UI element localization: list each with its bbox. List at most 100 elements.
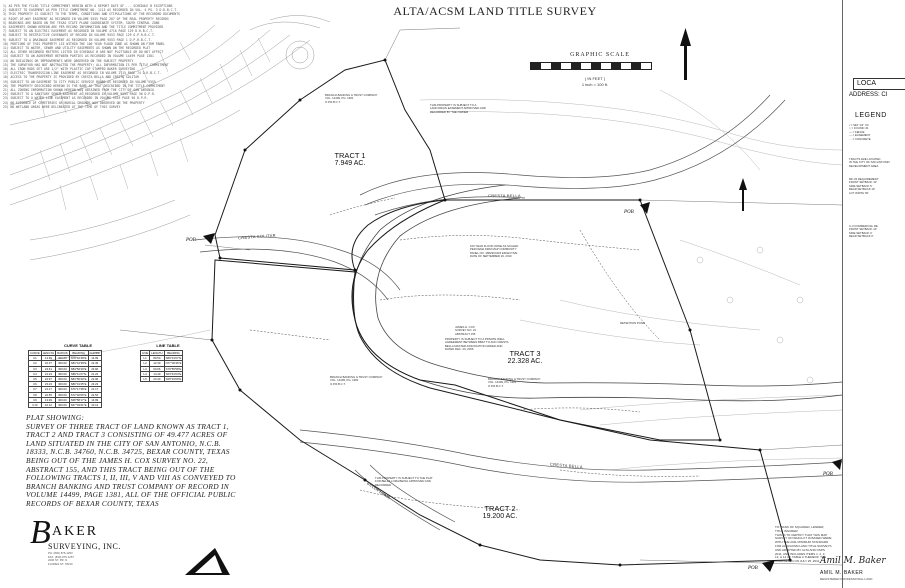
plat-showing-line: BEING OUT OF THE JAMES H. COX SURVEY NO.…: [26, 455, 209, 465]
logo-subtitle: SURVEYING, INC.: [48, 542, 121, 551]
note-item: 6) EASEMENTS SHOWN HEREON ARE PER RECORD…: [3, 25, 164, 30]
plat-showing-line: ABSTRACT 155, AND THIS TRACT BEING OUT O…: [26, 464, 215, 474]
table-cell: S72°02'06"E: [68, 391, 89, 398]
bella-loma-plat-note: THIS PROPERTY IS SUBJECT TO THE PLAT FOR…: [375, 476, 433, 487]
table-cell: S89°11'27"E: [68, 370, 89, 377]
zoning-note: TRACTS ARE LOCATED IN THE CITY OF SAN AN…: [849, 157, 890, 168]
pob-markers: [203, 202, 842, 572]
tract-name: TRACT 2: [484, 504, 516, 513]
easement-lines: [249, 197, 701, 511]
table-header-cell: RADIUS: [55, 349, 70, 357]
table-cell: 10.12: [40, 401, 57, 409]
location-map-label: LOCA: [853, 78, 905, 90]
table-cell: S68°33'09"E: [163, 375, 184, 383]
page-title: ALTA/ACSM LAND TITLE SURVEY: [393, 4, 597, 18]
plat-showing-line: 18333, N.C.B. 34760, N.C.B. 34725, BEXAR…: [26, 447, 230, 457]
tract-acres: 19.200 AC.: [482, 513, 518, 520]
note-item: 11) SUBJECT TO WATER, SEWER AND UTILITY …: [3, 46, 151, 51]
surveyor-signature: Amil M. Baker: [820, 556, 886, 566]
well-agreement-note: PROPERTY IS SUBJECT TO A PRIVATE WELL AG…: [445, 337, 509, 352]
plat-showing-line: RECORDS OF BEXAR COUNTY, TEXAS: [26, 498, 159, 508]
logo-mark-icon: [185, 548, 230, 575]
table-cell: S89°13'07"E: [163, 355, 184, 362]
plat-showing-line: TRACT 2 AND TRACT 3 CONSISTING OF 49.477…: [26, 430, 228, 440]
legend-title: LEGEND: [855, 112, 887, 119]
table-header-cell: CHORD: [87, 349, 102, 357]
tract-name: TRACT 3: [509, 349, 541, 358]
plat-showing-line: BRANCH BANKING AND TRUST COMPANY OF RECO…: [26, 481, 229, 491]
note-item: 21) ALL ZONING INFORMATION SHOWN HEREON …: [3, 88, 154, 93]
note-item: 2) SUBJECT TO EASEMENT AS PER TITLE COMM…: [3, 8, 179, 13]
misc-lines: [119, 27, 843, 566]
table-cell: N78°40'48"E: [68, 355, 89, 362]
plat-showing-line: SURVEY OF THREE TRACT OF LAND KNOWN AS T…: [26, 421, 229, 431]
line-table-title: LINE TABLE: [156, 343, 180, 348]
plat-showing-line: VOLUME 14499, PAGE 1381, ALL OF THE OFFI…: [26, 490, 236, 500]
note-item: 22) SUBJECT TO A SANITARY SEWER EASEMENT…: [3, 92, 156, 97]
tract-acres: 22.328 AC.: [507, 358, 543, 365]
tract-name: TRACT 1: [334, 151, 366, 160]
curve-table-title: CURVE TABLE: [63, 343, 93, 348]
pob-label: POB: [748, 566, 758, 571]
note-item: 19) SUBJECT TO AN EASEMENT TO CITY PUBLI…: [3, 79, 156, 84]
table-cell: S80°31'45"E: [68, 381, 89, 388]
contour-lines: [49, 89, 843, 471]
note-item: 15) THE SURVEYOR HAS NOT ABSTRACTED THE …: [3, 62, 169, 67]
table-header-cell: LENGTH: [149, 349, 165, 357]
tract-acres: 7.949 AC.: [334, 160, 366, 167]
road-loop: [352, 184, 843, 402]
table-header-cell: LENGTH: [40, 349, 57, 357]
note-item: 23) SUBJECT TO A WATER LINE EASEMENT AS …: [3, 96, 149, 101]
pob-label: POB: [823, 472, 833, 477]
table-cell: N84°56'29"E: [68, 365, 89, 372]
surveyor-certification: TO: BANK OF SQUARED, LENDER; TITLE INSUR…: [775, 525, 832, 564]
table-cell: S79°55'58"E: [163, 365, 184, 372]
tree-symbols: [696, 246, 814, 384]
top-drain-note: THIS PROPERTY IS SUBJECT TO A LAND DRAIN…: [430, 103, 486, 114]
survey-abstract-label: JAMES H. COX SURVEY NO. 22 ABSTRACT 155: [455, 325, 477, 336]
tract-1-label: TRACT 1 7.949 AC.: [320, 152, 380, 168]
pob-label: POB: [624, 210, 634, 215]
road-cresta-bella-bottom: [299, 429, 843, 483]
logo-initial: B: [30, 514, 51, 551]
table-header-row: CURVE LENGTH RADIUS BEARING CHORD: [28, 349, 102, 357]
tract-2-label: TRACT 2 19.200 AC.: [470, 505, 530, 521]
company-logo: B AKER SURVEYING, INC. PH: (830) 875-125…: [30, 514, 170, 578]
note-item: 3) THIS PROPERTY IS SUBJECT TO THE TERMS…: [3, 12, 180, 17]
note-item: 20) THE PROPERTY DESCRIBED HEREON IS THE…: [3, 83, 166, 88]
note-item: 12) ALL OTHER RECORDED MATTERS LISTED IN…: [3, 50, 164, 55]
street-cresta-bella-top: CRESTA BELLA: [488, 193, 521, 198]
address-label: ADDRESS: CI: [849, 92, 888, 98]
legend-items: • = SET 1/2" I.R. ○ = FOUND I.R. — = FEN…: [849, 123, 871, 141]
tract-2-owner-note: BRANCH BANKING & TRUST COMPANY VOL. 1449…: [330, 375, 383, 386]
table-cell: S63°44'04"E: [163, 370, 184, 377]
tract-1-owner-note: BRANCH BANKING & TRUST COMPANY VOL. 1449…: [325, 93, 378, 104]
note-item: 17) ELECTRIC TRANSMISSION LINE EASEMENT …: [3, 71, 162, 76]
flood-zone-note: 100 YEAR FLOOD ZONE AS SCALED PER FEMA F…: [470, 244, 519, 259]
table-cell: 300.00: [55, 401, 70, 409]
table-header-row: LINE LENGTH BEARING: [139, 349, 184, 357]
plat-showing-line: FOLLOWING TRACTS I, II, III, V AND VIII …: [26, 473, 236, 483]
table-cell: S84°56'40"E: [68, 375, 89, 383]
commercial-requirements: C-3 COMMERCIAL RE FRONT SETBACK 10' SIDE…: [849, 224, 878, 239]
surveyor-title: REGISTERED PROFESSIONAL LAND: [820, 577, 873, 581]
monument-dots: [210, 58, 792, 567]
table-cell: N77°36'46"E: [163, 360, 184, 367]
graphic-scale-units: ( IN FEET ): [584, 76, 606, 81]
plat-showing-heading: PLAT SHOWING:: [26, 413, 85, 422]
note-item: 13) SUBJECT TO AN AGREEMENT BETWEEN PART…: [3, 54, 154, 59]
graphic-scale-label: GRAPHIC SCALE: [570, 52, 630, 58]
tract-3-owner-note: BRANCH BANKING & TRUST COMPANY VOL. 1449…: [488, 377, 541, 388]
table-cell: L5: [139, 375, 151, 383]
north-arrow-small-icon: [739, 178, 747, 211]
north-arrow-icon: [680, 28, 691, 80]
company-contact: PH: (830) 875-1253 FAX: (830) 875-1257 2…: [48, 551, 74, 566]
logo-name: AKER: [52, 524, 99, 539]
